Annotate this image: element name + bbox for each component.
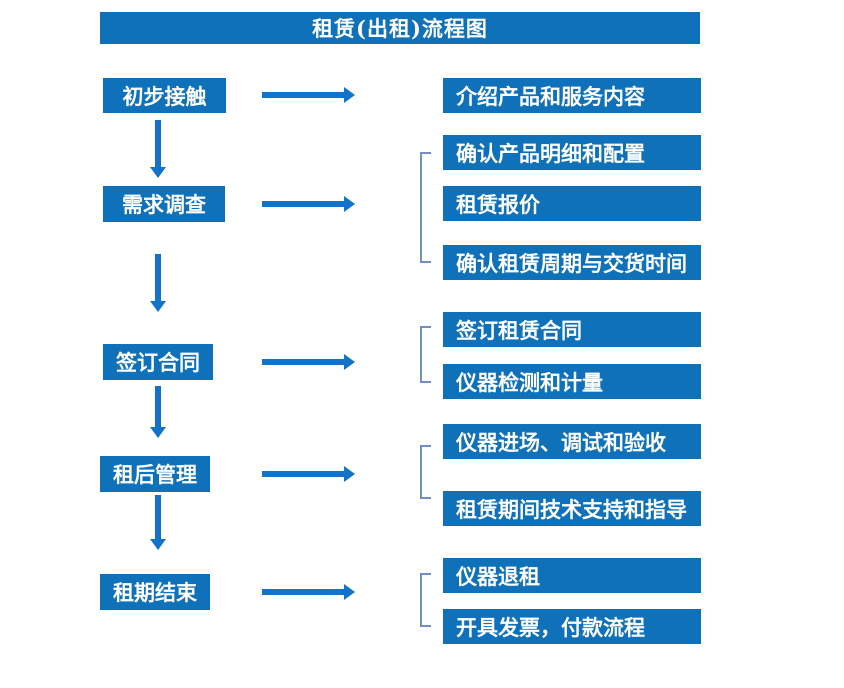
down-arrow (150, 495, 166, 550)
down-arrow (150, 120, 166, 178)
arrow-head-icon (344, 196, 355, 212)
group-bracket (420, 152, 431, 263)
arrow-head-icon (150, 167, 166, 178)
arrow-shaft (262, 359, 345, 365)
substep-sign-rental-contract: 签订租赁合同 (443, 312, 701, 347)
step-sign-contract: 签订合同 (103, 344, 213, 380)
down-arrow (150, 386, 166, 438)
arrow-shaft (262, 201, 345, 207)
down-arrow (150, 254, 166, 312)
arrow-head-icon (344, 87, 355, 103)
substep-intro-products: 介绍产品和服务内容 (443, 78, 701, 113)
arrow-shaft (155, 495, 161, 540)
step-initial-contact: 初步接触 (103, 78, 226, 113)
arrow-head-icon (344, 354, 355, 370)
arrow-shaft (262, 92, 345, 98)
arrow-head-icon (344, 466, 355, 482)
right-arrow (262, 196, 355, 212)
group-bracket (420, 445, 431, 499)
right-arrow (262, 87, 355, 103)
substep-rental-tech-support: 租赁期间技术支持和指导 (443, 491, 701, 526)
group-bracket (420, 326, 431, 383)
substep-rental-quote: 租赁报价 (443, 186, 701, 221)
arrow-head-icon (150, 301, 166, 312)
arrow-shaft (155, 254, 161, 302)
right-arrow (262, 466, 355, 482)
substep-confirm-period-delivery: 确认租赁周期与交货时间 (443, 245, 701, 280)
title-banner: 租赁(出租)流程图 (100, 12, 700, 44)
right-arrow (262, 584, 355, 600)
substep-instrument-inspection: 仪器检测和计量 (443, 364, 701, 399)
right-arrow (262, 354, 355, 370)
substep-invoice-payment: 开具发票，付款流程 (443, 609, 701, 644)
arrow-shaft (262, 471, 345, 477)
step-demand-survey: 需求调查 (103, 186, 225, 222)
arrow-shaft (155, 386, 161, 428)
step-rental-end: 租期结束 (100, 574, 210, 610)
step-post-rental-management: 租后管理 (100, 456, 210, 492)
substep-confirm-product-details: 确认产品明细和配置 (443, 135, 701, 170)
arrow-head-icon (150, 539, 166, 550)
substep-instrument-return: 仪器退租 (443, 558, 701, 593)
arrow-shaft (155, 120, 161, 168)
arrow-shaft (262, 589, 345, 595)
page-title: 租赁(出租)流程图 (312, 16, 488, 41)
group-bracket (420, 573, 431, 627)
arrow-head-icon (344, 584, 355, 600)
substep-instrument-entry-acceptance: 仪器进场、调试和验收 (443, 424, 701, 459)
arrow-head-icon (150, 427, 166, 438)
